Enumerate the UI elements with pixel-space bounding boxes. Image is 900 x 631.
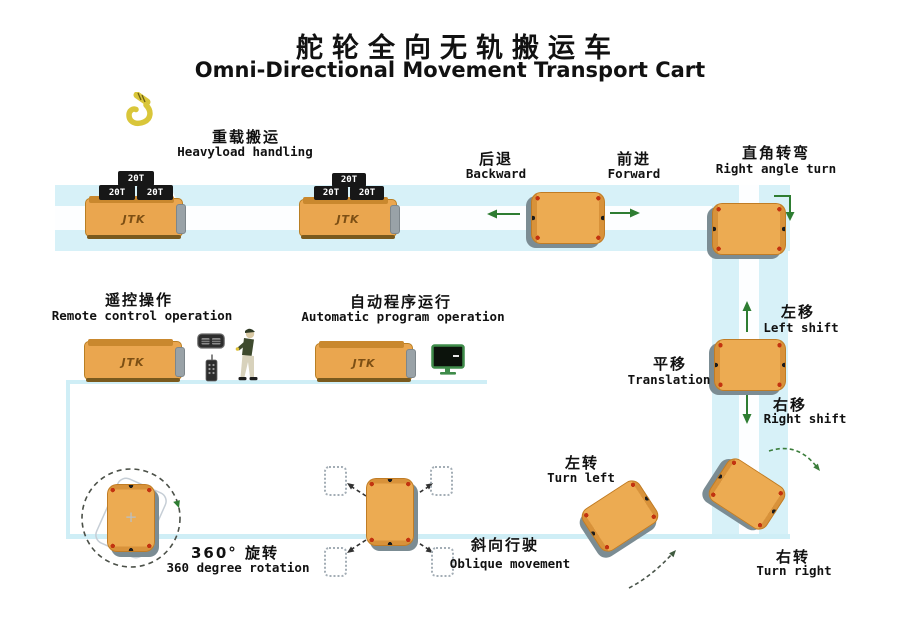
translation-label-en: Translation <box>627 372 711 387</box>
right-shift-label-en: Right shift <box>763 411 847 426</box>
weight-block: 20T <box>118 171 154 186</box>
right-angle-label-zh: 直角转弯 <box>741 144 811 162</box>
cart-base <box>317 378 411 382</box>
cart-base <box>87 235 181 239</box>
left-shift-label-zh: 左移 <box>780 303 816 321</box>
weight-block: 20T <box>137 185 173 200</box>
cart-turn-left <box>575 476 663 562</box>
heavy-label-zh: 重载搬运 <box>211 128 281 146</box>
rotation-label-en: 360 degree rotation <box>166 560 310 575</box>
turn-left-label-en: Turn left <box>547 470 615 485</box>
heavy-cart-1: JTK <box>85 196 186 239</box>
computer-monitor-icon <box>431 344 465 375</box>
turn-left-label-zh: 左转 <box>564 454 600 472</box>
page-title-en: Omni-Directional Movement Transport Cart <box>194 58 706 82</box>
cart-end-cap <box>406 349 416 378</box>
auto-label-zh: 自动程序运行 <box>349 293 453 311</box>
cart-end-cap <box>175 347 185 378</box>
oblique-arrow-ll <box>351 539 367 550</box>
remote-cart: JTK <box>84 339 185 382</box>
rotation-center-mark: + <box>124 508 138 527</box>
rotation-label-zh: 360° 旋转 <box>190 544 280 562</box>
forward-label-en: Forward <box>607 166 661 181</box>
cart-base <box>301 235 395 239</box>
turn-right-label-zh: 右转 <box>775 548 811 566</box>
backward-label-en: Backward <box>465 166 527 181</box>
oblique-arrow-ll-head <box>347 546 355 553</box>
cart-lid <box>88 339 173 346</box>
floor-line-left <box>66 380 70 539</box>
crane-hook-icon <box>126 92 153 127</box>
remote-label-zh: 遥控操作 <box>104 291 174 309</box>
turn-right-arc-head <box>813 463 820 471</box>
cart-end-cap <box>176 204 186 235</box>
weight-block: 20T <box>350 186 384 200</box>
brand-logo: JTK <box>352 356 376 370</box>
oblique-label-zh: 斜向行驶 <box>470 536 540 554</box>
oblique-arrow-ul <box>351 486 367 497</box>
auto-cart: JTK <box>315 341 416 382</box>
oblique-target-ll <box>324 547 347 577</box>
heavy-cart-2: JTK <box>299 197 400 239</box>
weight-block: 20T <box>99 185 135 200</box>
auto-label-en: Automatic program operation <box>301 309 505 324</box>
left-shift-label-en: Left shift <box>763 320 839 335</box>
cart-base <box>86 378 180 382</box>
page-title-zh: 舵轮全向无轨搬运车 <box>296 33 620 64</box>
turn-right-label-en: Turn right <box>756 563 832 578</box>
backward-label-zh: 后退 <box>478 150 514 168</box>
floor-line-bottom <box>66 534 790 539</box>
oblique-label-en: Oblique movement <box>449 556 571 571</box>
cart-rotation-360: + <box>107 484 159 557</box>
cart-body <box>366 478 414 546</box>
floor-line-top <box>66 380 487 384</box>
turn-left-arc-head <box>669 550 676 558</box>
cart-end-cap <box>390 205 400 235</box>
cart-body <box>531 192 605 244</box>
forward-label-zh: 前进 <box>616 150 652 168</box>
radio-station-icon <box>197 333 225 349</box>
translation-label-zh: 平移 <box>652 355 688 373</box>
oblique-target-ur <box>430 466 453 496</box>
rotation-arrow-head <box>173 500 180 508</box>
cart-forward-backward <box>526 192 605 248</box>
cart-oblique <box>366 478 418 551</box>
oblique-target-ul <box>324 466 347 496</box>
cart-body <box>712 203 786 255</box>
weight-block: 20T <box>332 173 366 187</box>
right-shift-label-zh: 右移 <box>772 396 808 414</box>
operator-person-icon <box>235 328 258 381</box>
brand-logo: JTK <box>121 355 145 369</box>
right-angle-label-en: Right angle turn <box>715 161 837 176</box>
cart-body <box>714 339 786 391</box>
cart-lid <box>303 197 388 204</box>
cart-translation <box>709 339 786 395</box>
oblique-arrow-ul-head <box>347 483 355 490</box>
remote-label-en: Remote control operation <box>51 308 233 323</box>
cart-lid <box>319 341 404 348</box>
remote-controller-icon <box>205 354 218 382</box>
oblique-target-lr <box>431 547 454 577</box>
brand-logo: JTK <box>336 212 360 226</box>
cart-right-angle <box>707 203 786 259</box>
brand-logo: JTK <box>122 212 146 226</box>
weight-block: 20T <box>314 186 348 200</box>
turn-left-arc <box>628 553 673 589</box>
heavy-label-en: Heavyload handling <box>177 144 313 159</box>
